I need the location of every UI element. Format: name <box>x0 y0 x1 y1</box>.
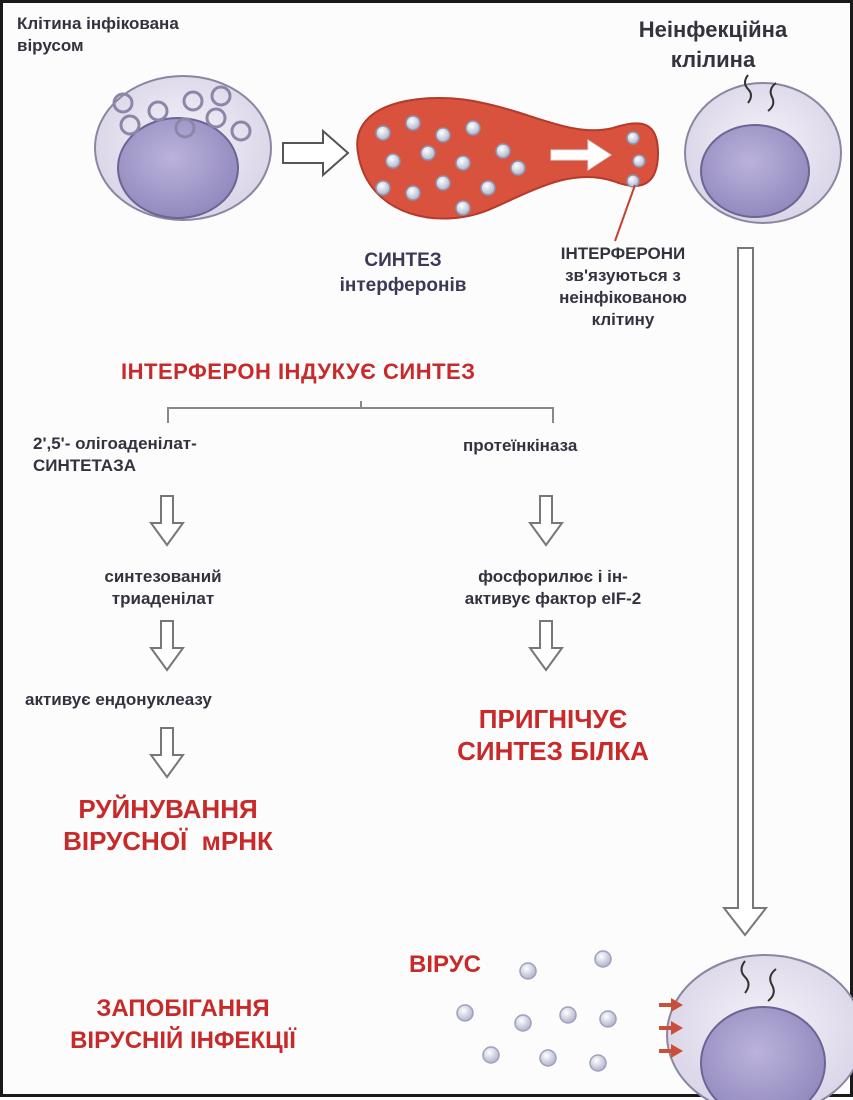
branch-bracket <box>168 401 553 423</box>
activates-endonuclease-label: активує ендонуклеазу <box>25 689 212 711</box>
noninfectious-cell-label: Неінфекційна клілина <box>593 15 833 75</box>
oligoadenylate-synthetase-label: 2',5'- олігоаденілат- СИНТЕТАЗА <box>33 433 197 477</box>
protected-cell <box>659 955 853 1100</box>
infected-cell <box>95 76 271 220</box>
inhibits-protein-synthesis-label: ПРИГНІЧУЄ СИНТЕЗ БІЛКА <box>413 703 693 767</box>
interferon-synthesis-label: СИНТЕЗ інтерферонів <box>318 248 488 298</box>
noninfected-cell <box>685 75 841 223</box>
interferons-bind-label: ІНТЕРФЕРОНИ зв'язуються з неінфікованою … <box>508 243 738 331</box>
triadenylate-label: синтезований триаденілат <box>63 566 263 610</box>
virus-label: ВІРУС <box>409 951 481 979</box>
prevention-label: ЗАПОБІГАННЯ ВІРУСНІЙ ІНФЕКЦІЇ <box>23 993 343 1057</box>
phosphorylates-label: фосфорилює і ін- активує фактор eIF-2 <box>423 566 683 610</box>
mrna-destruction-label: РУЙНУВАННЯ ВІРУСНОЇ мРНК <box>38 793 298 857</box>
infected-cell-label: Клітина інфікована вірусом <box>17 13 179 57</box>
long-down-arrow-icon <box>724 248 766 935</box>
interferon-induces-heading: ІНТЕРФЕРОН ІНДУКУЄ СИНТЕЗ <box>121 359 475 385</box>
diagram-artwork <box>3 3 853 1100</box>
protein-kinase-label: протеїнкіназа <box>463 435 577 457</box>
interferon-release-shape <box>357 98 658 241</box>
arrow-to-interferon-icon <box>283 131 348 175</box>
